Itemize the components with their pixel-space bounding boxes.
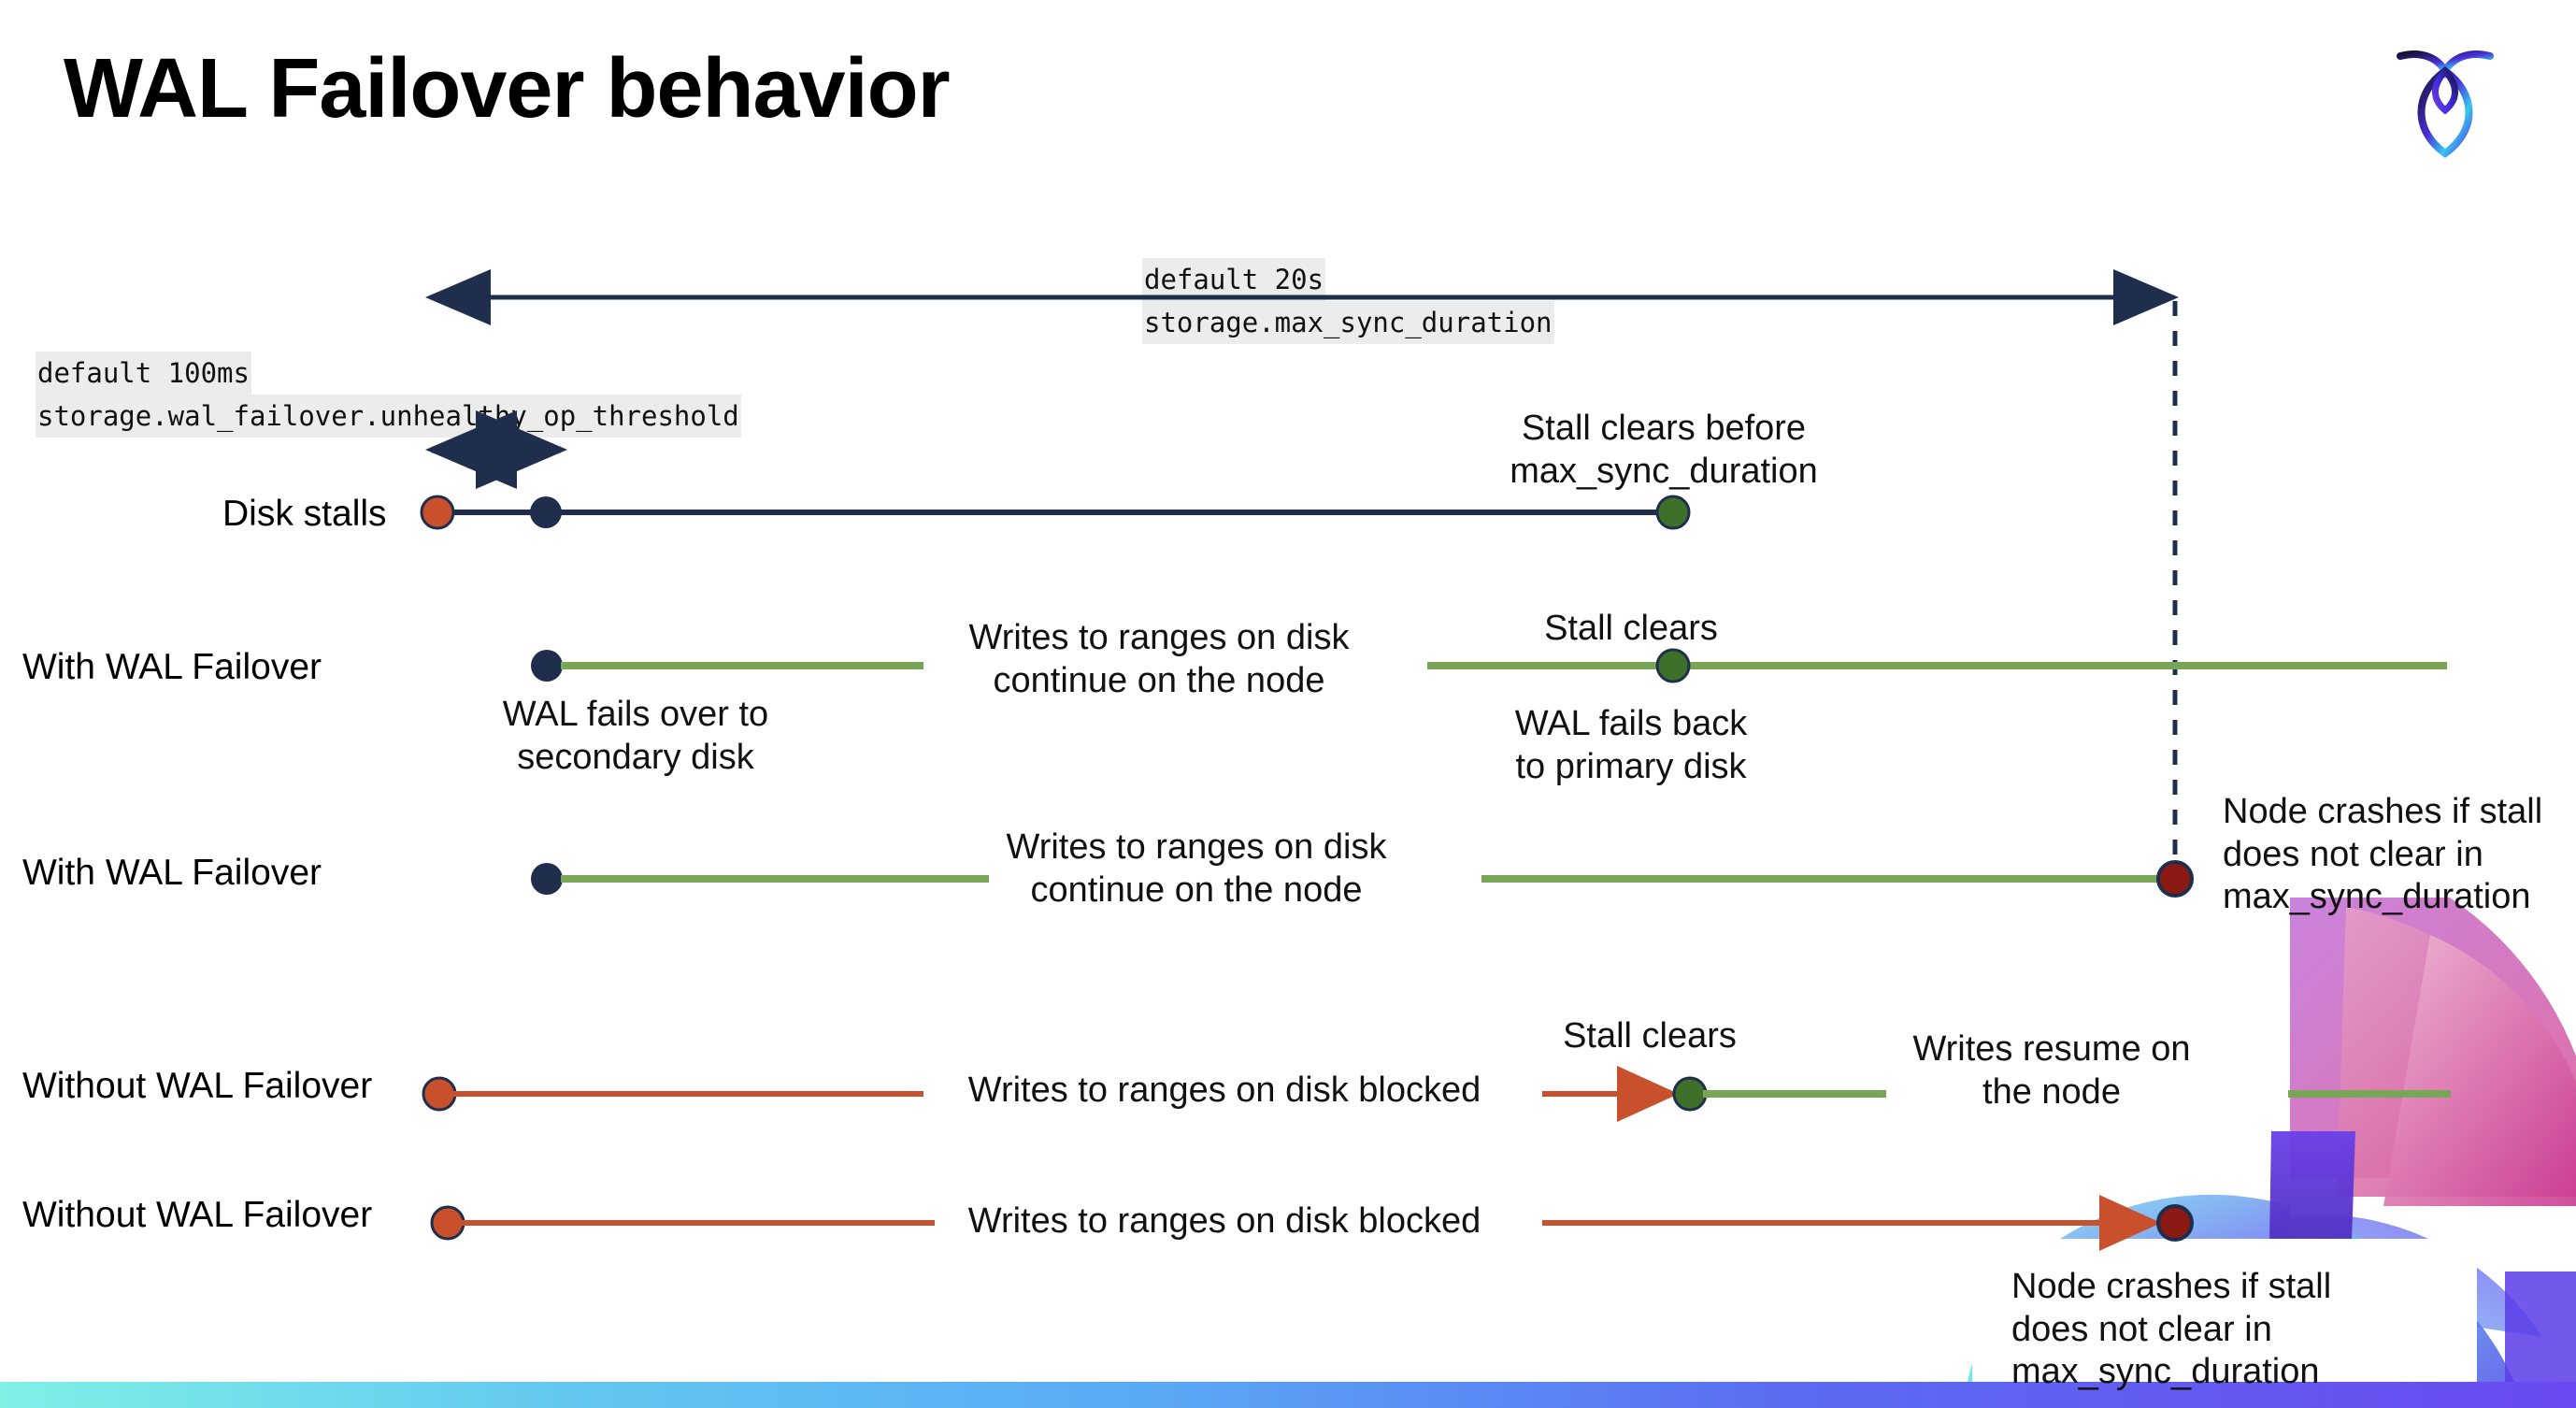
code-default-value: default 100ms (36, 352, 251, 395)
note-writes-continue-1: Writes to ranges on disk continue on the… (968, 618, 1350, 700)
code-setting-name: storage.wal_failover.unhealthy_op_thresh… (36, 395, 741, 438)
note-writes-blocked-1: Writes to ranges on disk blocked (967, 1070, 1481, 1110)
disk-stalls-clear-dot (1655, 495, 1691, 530)
bottom-gradient-bar (0, 1382, 2576, 1408)
note-wal-fails-over: WAL fails over to secondary disk (502, 695, 769, 777)
note-stall-clears-2: Stall clears (1544, 609, 1718, 648)
note-stall-clears-3: Stall clears (1563, 1016, 1737, 1056)
wf2-failover-dot (531, 863, 563, 895)
disk-stalls-failover-dot (530, 496, 562, 528)
row-label-disk-stalls: Disk stalls (222, 494, 387, 534)
note-node-crashes-1: Node crashes if stall does not clear in … (2223, 792, 2543, 917)
nf1-start-dot (422, 1076, 457, 1112)
cockroachdb-logo (2389, 37, 2501, 159)
note-wal-fails-back: WAL fails back to primary disk (1514, 704, 1748, 786)
row-label-without-wal-failover-1: Without WAL Failover (22, 1066, 373, 1106)
row-label-with-wal-failover-1: With WAL Failover (22, 647, 322, 687)
nf2-node-crash-dot (2156, 1204, 2194, 1242)
wf2-node-crash-dot (2156, 860, 2194, 898)
code-label-unhealthy-op-threshold: default 100ms storage.wal_failover.unhea… (36, 352, 741, 438)
node-crashes-callout-backdrop (1972, 1239, 2477, 1384)
page-title: WAL Failover behavior (64, 42, 951, 136)
wf1-stall-clears-dot (1655, 648, 1691, 683)
note-node-crashes-2: Node crashes if stall does not clear in … (2011, 1267, 2332, 1392)
note-writes-continue-2: Writes to ranges on disk continue on the… (1006, 827, 1387, 910)
disk-stalls-start-dot (420, 495, 455, 530)
note-writes-resume: Writes resume on the node (1912, 1029, 2191, 1112)
row-label-with-wal-failover-2: With WAL Failover (22, 853, 322, 893)
wf1-failover-dot (531, 650, 563, 682)
nf1-stall-clears-dot (1672, 1076, 1708, 1112)
logo-mark-icon (2397, 50, 2494, 158)
row-label-without-wal-failover-2: Without WAL Failover (22, 1195, 373, 1235)
note-stall-clears-before: Stall clears before max_sync_duration (1510, 409, 1818, 491)
note-writes-blocked-2: Writes to ranges on disk blocked (967, 1201, 1481, 1241)
